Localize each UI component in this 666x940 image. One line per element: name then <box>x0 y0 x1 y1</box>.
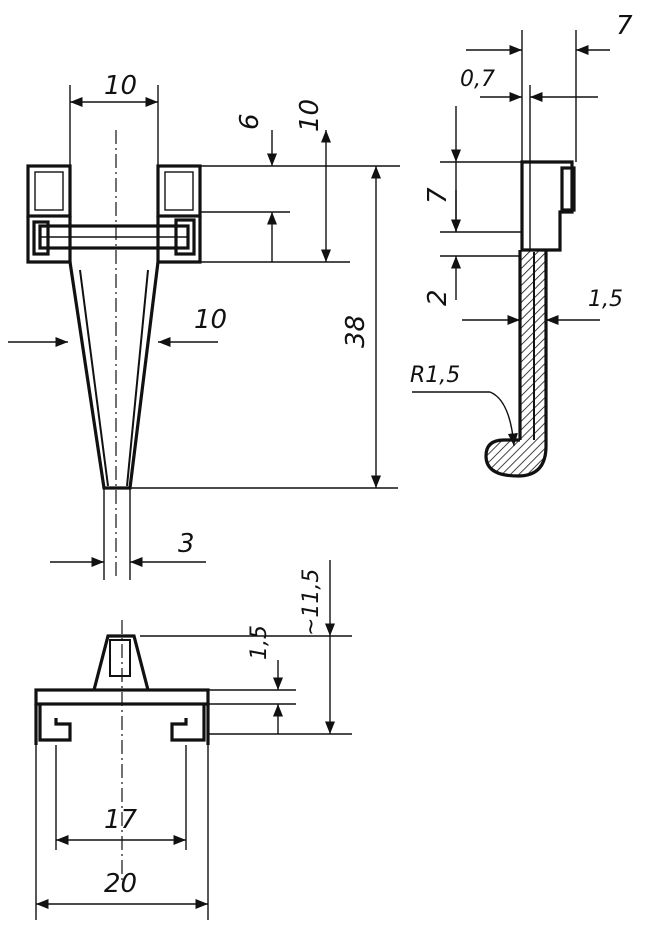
cone-outer <box>68 261 160 490</box>
dim-lip-label: 0,7 <box>460 67 495 92</box>
dim-cap-label: 6 <box>235 113 265 130</box>
top-view: 10 6 10 10 38 3 <box>8 71 400 580</box>
dim-height-label: 38 <box>341 315 371 348</box>
dim-plate-label: 1,5 <box>588 287 623 312</box>
radius-leader <box>489 391 518 447</box>
dim-cone-label: 10 <box>194 305 227 335</box>
dim-inner-label: 17 <box>104 805 138 835</box>
dim-total-label: ~11,5 <box>299 569 324 636</box>
dim-gap-label: 2 <box>423 289 453 306</box>
dim-wall-label: 7 <box>616 11 633 41</box>
bottom-view: 1,5 ~11,5 17 20 <box>34 560 352 920</box>
right-hook <box>170 704 206 742</box>
dim-cap-total-label: 10 <box>295 99 325 132</box>
dim-step-label: 7 <box>423 187 453 204</box>
dim-radius-label: R1,5 <box>410 363 460 388</box>
right-cap <box>156 164 202 218</box>
left-cap-inner <box>34 171 64 211</box>
clip-plate <box>484 250 548 478</box>
nub <box>92 634 150 691</box>
side-view: 7 0,7 7 2 1,5 R1,5 <box>410 11 633 478</box>
left-hook <box>38 704 72 742</box>
dim-tip-label: 3 <box>178 529 195 559</box>
dim-outer-label: 20 <box>104 869 137 899</box>
dim-width-label: 10 <box>104 71 137 101</box>
left-cap <box>26 164 72 218</box>
right-cap-inner <box>164 171 194 211</box>
dim-rib-label: 1,5 <box>247 625 272 660</box>
